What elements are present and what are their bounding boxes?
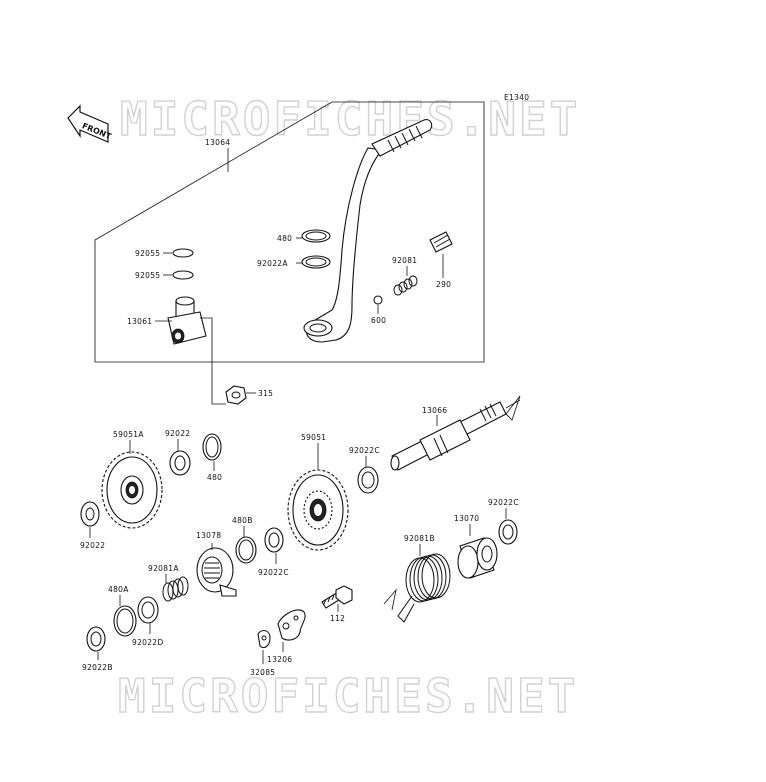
nut-315 [225, 385, 247, 405]
washer-92022B [86, 626, 106, 652]
washer-92022C-b [264, 527, 284, 553]
spring-92081 [393, 275, 418, 296]
label-92081A: 92081A [148, 564, 179, 573]
label-59051A: 59051A [113, 430, 144, 439]
plunger-290 [429, 231, 453, 253]
label-92022-b: 92022 [80, 541, 105, 550]
label-92081B: 92081B [404, 534, 435, 543]
kick-spring-92081B [383, 553, 451, 623]
label-92022A: 92022A [257, 259, 288, 268]
label-92022-a: 92022 [165, 429, 190, 438]
label-315: 315 [258, 389, 273, 398]
label-600: 600 [371, 316, 386, 325]
washer-92022-b [80, 501, 100, 527]
washer-92022-a [169, 450, 191, 476]
label-92022B: 92022B [82, 663, 113, 672]
watermark-bottom: MICROFICHES.NET [118, 669, 578, 723]
label-13061: 13061 [127, 317, 152, 326]
pivot-boss-13061 [167, 296, 207, 345]
label-13206: 13206 [267, 655, 292, 664]
holder-13070 [457, 537, 498, 579]
label-92022C-top: 92022C [349, 446, 380, 455]
label-92022C-mid: 92022C [258, 568, 289, 577]
oring-92055-a [172, 248, 194, 258]
washer-92022C-a [357, 466, 379, 494]
label-92022D: 92022D [132, 638, 163, 647]
kick-lever-assembly-frame [94, 101, 485, 363]
spring-92081A [162, 576, 189, 602]
label-92081: 92081 [392, 256, 417, 265]
label-13064: 13064 [205, 138, 230, 147]
kick-pedal-arm [303, 119, 433, 343]
washer-92022D [137, 596, 159, 624]
label-59051: 59051 [301, 433, 326, 442]
label-112: 112 [330, 614, 345, 623]
circlip-480A [113, 605, 137, 637]
label-92022C-right: 92022C [488, 498, 519, 507]
label-480A: 480A [108, 585, 129, 594]
ratchet-13078 [196, 547, 237, 597]
label-290: 290 [436, 280, 451, 289]
diagram-code: E1340 [504, 93, 529, 102]
guide-13206 [277, 609, 306, 641]
label-480-a: 480 [277, 234, 292, 243]
gear-59051 [287, 469, 349, 551]
oring-92055-b [172, 270, 194, 280]
bolt-112 [321, 585, 353, 609]
label-92055-a: 92055 [135, 249, 160, 258]
washer-92022C-c [498, 519, 518, 545]
label-13070: 13070 [454, 514, 479, 523]
stopper-32085 [257, 629, 271, 649]
kick-shaft-13066 [390, 395, 521, 471]
label-480B: 480B [232, 516, 253, 525]
label-480-b: 480 [207, 473, 222, 482]
label-92055-b: 92055 [135, 271, 160, 280]
front-arrow-icon: FRONT [67, 104, 113, 143]
gear-59051A [101, 451, 163, 529]
watermark-top: MICROFICHES.NET [120, 92, 580, 146]
label-32085: 32085 [250, 668, 275, 677]
label-13066: 13066 [422, 406, 447, 415]
ball-600 [373, 295, 383, 305]
label-13078: 13078 [196, 531, 221, 540]
